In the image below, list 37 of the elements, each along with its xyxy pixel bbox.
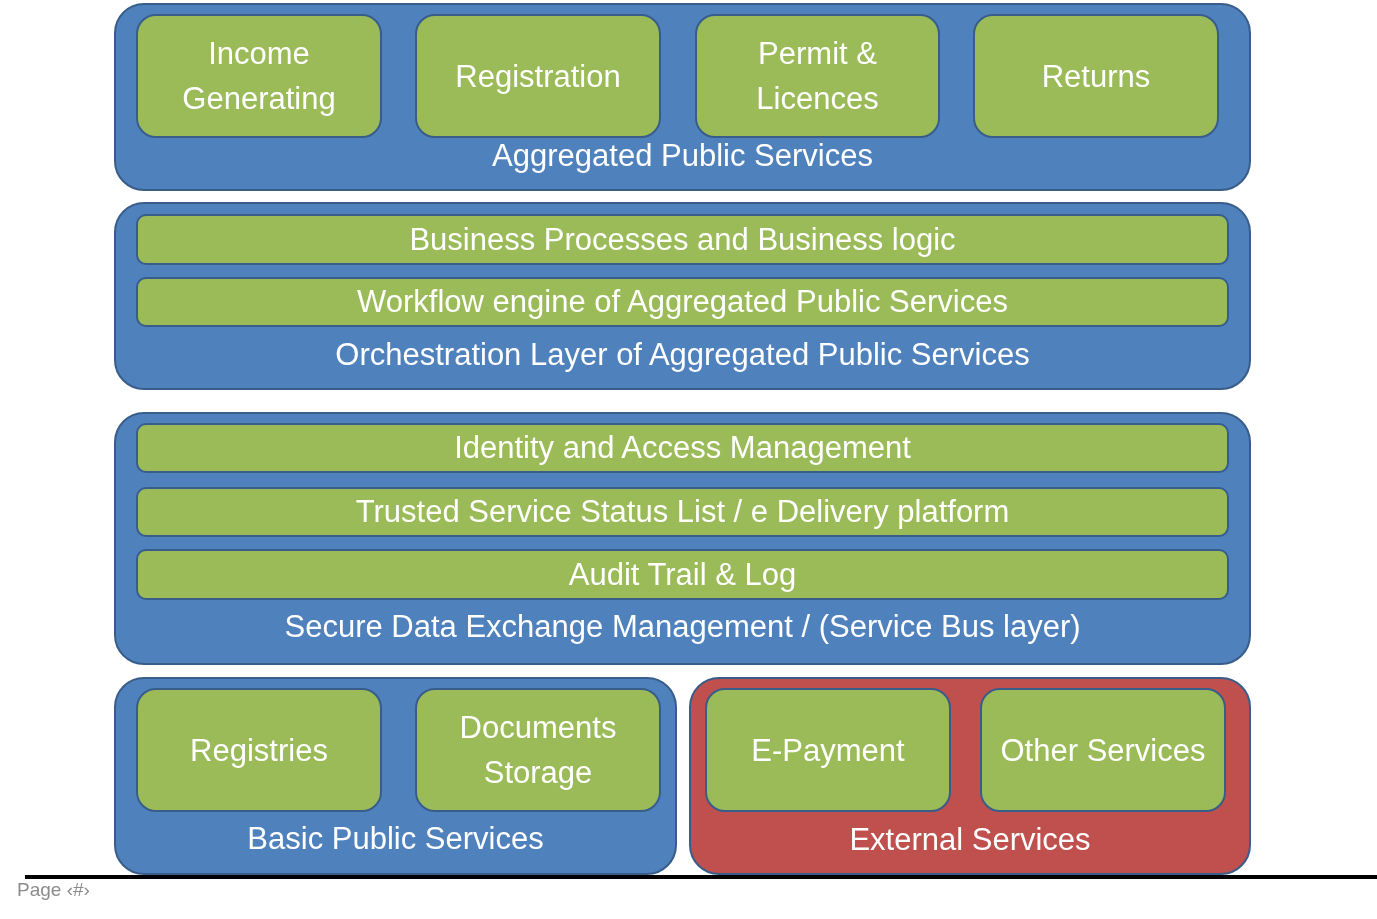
service-tile xyxy=(695,14,940,138)
component-name: Trusted Service Status List / e Delivery platform xyxy=(355,494,1010,530)
service-name: Other Services xyxy=(1000,731,1206,770)
service-tile xyxy=(705,688,951,812)
component-bar xyxy=(136,487,1229,537)
layer-panel xyxy=(689,677,1251,875)
service-name: Income Generating xyxy=(181,35,337,118)
service-name: Returns xyxy=(1041,57,1151,96)
layer-panel xyxy=(114,677,677,875)
service-tile xyxy=(136,688,382,812)
layer-title: Orchestration Layer of Aggregated Public Services xyxy=(335,337,1030,373)
service-tile xyxy=(973,14,1219,138)
layer-panel xyxy=(114,202,1251,390)
layer-title: Basic Public Services xyxy=(247,821,544,857)
component-bar xyxy=(136,214,1229,265)
component-bar xyxy=(136,423,1229,473)
page-number: Page ‹#› xyxy=(17,878,90,902)
component-name: Audit Trail & Log xyxy=(568,556,797,593)
component-name: Identity and Access Management xyxy=(454,430,911,466)
service-tile xyxy=(415,688,661,812)
layer-title: Secure Data Exchange Management / (Service Bus layer) xyxy=(284,609,1081,645)
service-tile xyxy=(415,14,661,138)
service-name: Documents Storage xyxy=(458,709,618,792)
service-name: Registries xyxy=(190,731,328,770)
component-bar xyxy=(136,277,1229,327)
service-name: Permit & Licences xyxy=(755,35,880,118)
layer-title: External Services xyxy=(849,822,1091,858)
service-name: Registration xyxy=(455,57,621,96)
layer-panel xyxy=(114,3,1251,191)
service-tile xyxy=(136,14,382,138)
service-name: E-Payment xyxy=(751,731,905,770)
component-name: Business Processes and Business logic xyxy=(409,221,956,258)
component-name: Workflow engine of Aggregated Public Services xyxy=(357,284,1008,320)
component-bar xyxy=(136,549,1229,600)
layer-title: Aggregated Public Services xyxy=(492,138,873,174)
layer-panel xyxy=(114,412,1251,665)
service-tile xyxy=(980,688,1226,812)
